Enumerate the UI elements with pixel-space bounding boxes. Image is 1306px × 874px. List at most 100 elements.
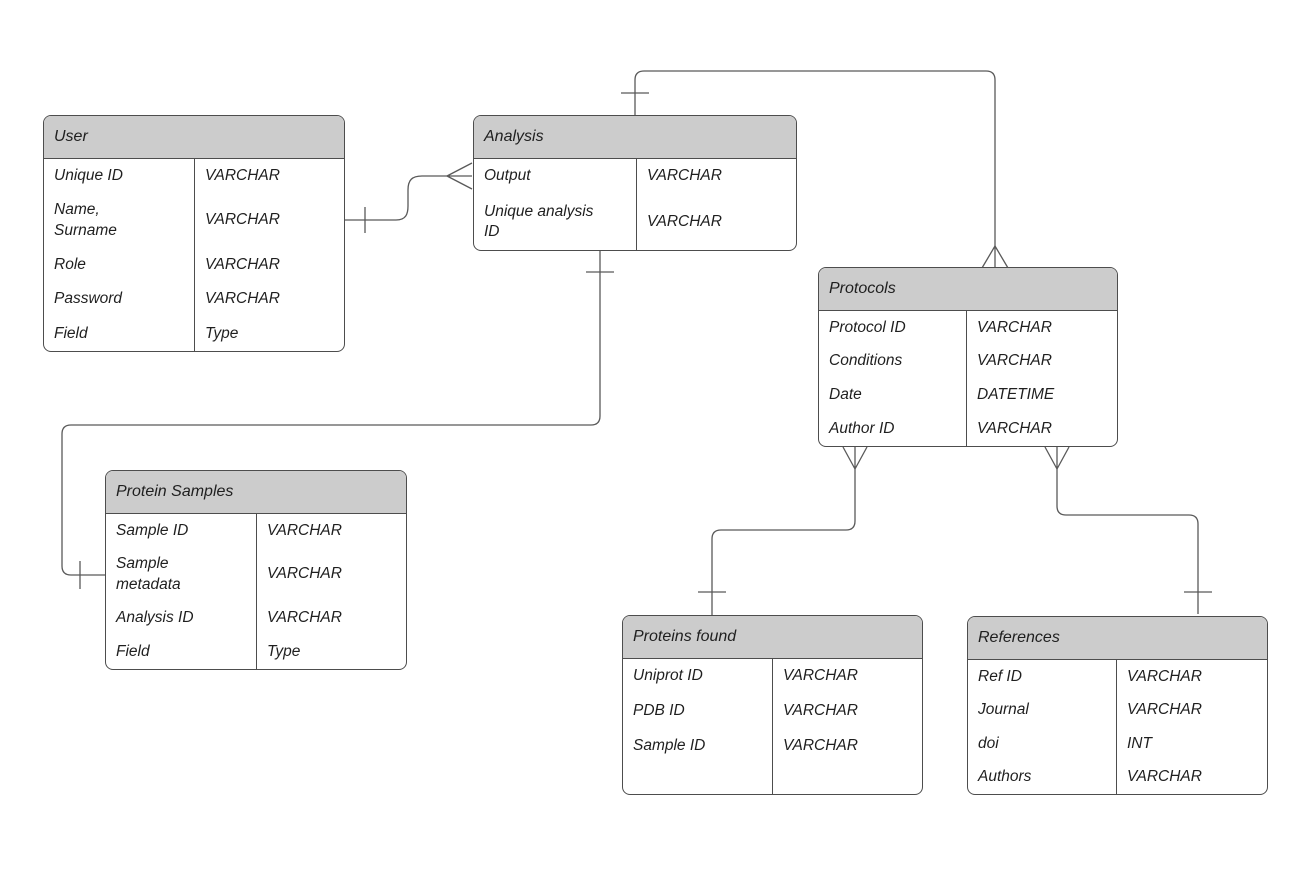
- field-name-cell: Sample metadata: [116, 555, 181, 593]
- entity-title: User: [54, 128, 88, 145]
- connector-protocols-proteins-found[interactable]: [698, 446, 868, 615]
- field-name-cell: Field: [116, 642, 150, 660]
- entity-header[interactable]: Protocols: [819, 268, 1117, 311]
- field-type-cell: Type: [194, 316, 344, 351]
- field-name-cell: Role: [54, 256, 86, 273]
- field-type-cell: VARCHAR: [772, 659, 922, 694]
- entity-row[interactable]: Conditions VARCHAR: [819, 344, 1117, 379]
- field-type-cell: VARCHAR: [256, 514, 406, 548]
- entity-header[interactable]: Proteins found: [623, 616, 922, 659]
- field-name-cell: Ref ID: [978, 667, 1022, 685]
- entity-row[interactable]: Unique ID VARCHAR: [44, 159, 344, 194]
- field-name-cell: Unique ID: [54, 166, 123, 184]
- entity-row[interactable]: Authors VARCHAR: [968, 760, 1267, 794]
- entity-header[interactable]: Analysis: [474, 116, 796, 159]
- field-type-cell: VARCHAR: [194, 193, 344, 249]
- entity-row[interactable]: doi INT: [968, 727, 1267, 761]
- entity-row[interactable]: Name, Surname VARCHAR: [44, 193, 344, 249]
- entity-row[interactable]: Analysis ID VARCHAR: [106, 601, 406, 636]
- entity-row[interactable]: Password VARCHAR: [44, 282, 344, 317]
- field-name-cell: Name, Surname: [54, 201, 117, 239]
- connector-protocols-references[interactable]: [1044, 446, 1212, 614]
- entity-header[interactable]: Protein Samples: [106, 471, 406, 514]
- relationship-line: [345, 175, 447, 221]
- connector-user-analysis[interactable]: [345, 162, 473, 233]
- entity-protocols[interactable]: Protocols Protocol ID VARCHAR Conditions…: [818, 267, 1118, 447]
- entity-row[interactable]: Sample ID VARCHAR: [106, 514, 406, 548]
- entity-row[interactable]: Unique analysis ID VARCHAR: [474, 194, 796, 250]
- entity-row[interactable]: Protocol ID VARCHAR: [819, 311, 1117, 345]
- field-type-cell: [772, 764, 922, 794]
- entity-analysis[interactable]: Analysis Output VARCHAR Unique analysis …: [473, 115, 797, 251]
- entity-title: Analysis: [484, 128, 544, 145]
- entity-row[interactable]: Sample metadata VARCHAR: [106, 547, 406, 602]
- entity-row[interactable]: Date DATETIME: [819, 378, 1117, 413]
- field-name-cell: Author ID: [829, 419, 895, 437]
- cardinality-many-crowfoot: [842, 446, 868, 470]
- entity-row[interactable]: PDB ID VARCHAR: [623, 694, 922, 729]
- field-type-cell: VARCHAR: [772, 694, 922, 729]
- field-name-cell: Password: [54, 290, 123, 308]
- field-name-cell: [623, 764, 772, 794]
- entity-body: Unique ID VARCHAR Name, Surname VARCHAR …: [44, 159, 344, 351]
- entity-body: Output VARCHAR Unique analysis ID VARCHA…: [474, 159, 796, 250]
- entity-row[interactable]: Sample ID VARCHAR: [623, 729, 922, 764]
- entity-body: Protocol ID VARCHAR Conditions VARCHAR D…: [819, 311, 1117, 446]
- entity-row[interactable]: Journal VARCHAR: [968, 693, 1267, 727]
- entity-references[interactable]: References Ref ID VARCHAR Journal VARCHA…: [967, 616, 1268, 795]
- entity-header[interactable]: User: [44, 116, 344, 159]
- field-type-cell: VARCHAR: [1116, 660, 1267, 694]
- field-type-cell: VARCHAR: [1116, 760, 1267, 794]
- relationship-line: [711, 469, 856, 615]
- entity-title: References: [978, 629, 1060, 646]
- relationship-line: [634, 70, 996, 246]
- entity-body: Uniprot ID VARCHAR PDB ID VARCHAR Sample…: [623, 659, 922, 794]
- field-name-cell: Journal: [978, 701, 1029, 719]
- field-name-cell: Authors: [978, 768, 1032, 786]
- field-type-cell: VARCHAR: [966, 412, 1117, 446]
- relationship-line: [1056, 469, 1199, 614]
- field-type-cell: VARCHAR: [194, 159, 344, 194]
- entity-row[interactable]: Field Type: [44, 316, 344, 351]
- field-name-cell: Date: [829, 386, 862, 404]
- entity-user[interactable]: User Unique ID VARCHAR Name, Surname VAR…: [43, 115, 345, 352]
- field-type-cell: VARCHAR: [1116, 693, 1267, 727]
- field-type-cell: VARCHAR: [256, 601, 406, 636]
- field-type-cell: VARCHAR: [256, 547, 406, 602]
- entity-row[interactable]: Uniprot ID VARCHAR: [623, 659, 922, 694]
- field-type-cell: DATETIME: [966, 378, 1117, 413]
- field-name-cell: Output: [484, 167, 531, 185]
- field-name-cell: Uniprot ID: [633, 667, 703, 685]
- field-name-cell: PDB ID: [633, 702, 685, 720]
- entity-row[interactable]: Output VARCHAR: [474, 159, 796, 195]
- entity-protein-samples[interactable]: Protein Samples Sample ID VARCHAR Sample…: [105, 470, 407, 670]
- cardinality-many-crowfoot: [1044, 446, 1070, 470]
- entity-row[interactable]: Field Type: [106, 635, 406, 669]
- entity-proteins-found[interactable]: Proteins found Uniprot ID VARCHAR PDB ID…: [622, 615, 923, 795]
- field-name-cell: Conditions: [829, 352, 903, 370]
- entity-row[interactable]: Role VARCHAR: [44, 248, 344, 283]
- entity-body: Ref ID VARCHAR Journal VARCHAR doi INT A…: [968, 660, 1267, 794]
- entity-row-empty: [623, 764, 922, 794]
- field-type-cell: INT: [1116, 727, 1267, 761]
- entity-row[interactable]: Author ID VARCHAR: [819, 412, 1117, 446]
- field-type-cell: VARCHAR: [194, 282, 344, 317]
- relationship-line: [61, 251, 601, 576]
- entity-row[interactable]: Ref ID VARCHAR: [968, 660, 1267, 694]
- field-name-cell: doi: [978, 734, 999, 752]
- connector-analysis-protein-samples[interactable]: [61, 251, 614, 589]
- entity-header[interactable]: References: [968, 617, 1267, 660]
- field-name-cell: Field: [54, 324, 88, 342]
- connector-analysis-protocols[interactable]: [621, 70, 1009, 269]
- entity-title: Proteins found: [633, 628, 737, 645]
- field-name-cell: Analysis ID: [116, 609, 194, 627]
- field-type-cell: VARCHAR: [636, 194, 796, 250]
- field-type-cell: VARCHAR: [636, 159, 796, 195]
- field-type-cell: VARCHAR: [772, 729, 922, 764]
- entity-title: Protein Samples: [116, 483, 234, 500]
- field-name-cell: Sample ID: [633, 737, 706, 755]
- entity-title: Protocols: [829, 280, 896, 297]
- field-type-cell: Type: [256, 635, 406, 669]
